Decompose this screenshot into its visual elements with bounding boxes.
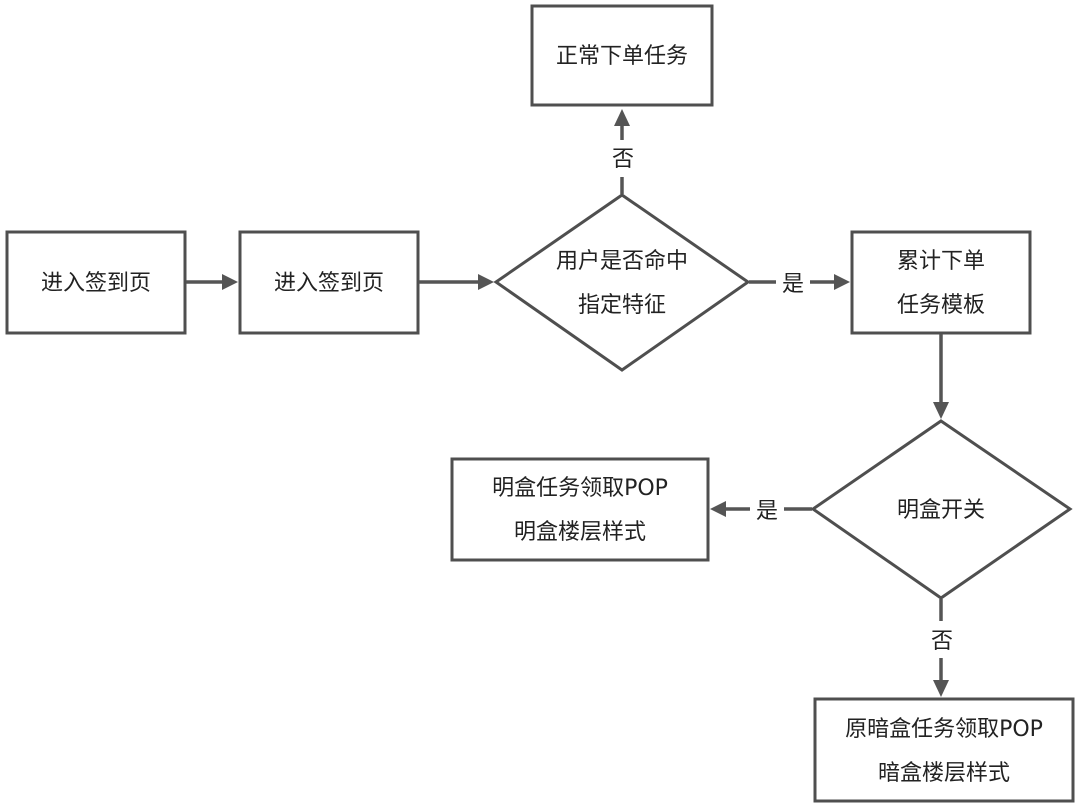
node-dark-box-pop-line-1: 原暗盒任务领取POP — [845, 717, 1043, 742]
edge-cumulative-to-switch — [933, 334, 949, 419]
decision-user-feature-line-1: 用户是否命中 — [556, 249, 688, 274]
node-dark-box-pop: 原暗盒任务领取POP 暗盒楼层样式 — [813, 697, 1075, 803]
node-cumulative-order-template: 累计下单 任务模板 — [850, 230, 1032, 335]
edge-decision-to-normal-task — [614, 109, 630, 194]
edge-enter1-to-enter2 — [186, 274, 238, 290]
node-bright-box-pop-line-1: 明盒任务领取POP — [492, 476, 668, 501]
node-enter-signin-1-label: 进入签到页 — [41, 271, 151, 296]
node-enter-signin-2-label: 进入签到页 — [274, 271, 384, 296]
decision-bright-box-switch-label: 明盒开关 — [897, 498, 985, 523]
node-normal-order-task-label: 正常下单任务 — [556, 44, 688, 69]
edge-switch-to-dark-pop — [933, 599, 949, 697]
node-normal-order-task: 正常下单任务 — [530, 4, 714, 107]
edge-label-no-down: 否 — [931, 629, 953, 654]
node-enter-signin-2: 进入签到页 — [238, 230, 420, 335]
node-dark-box-pop-line-2: 暗盒楼层样式 — [878, 761, 1010, 786]
edge-label-yes-left: 是 — [756, 499, 778, 524]
edge-label-yes-right: 是 — [782, 272, 804, 297]
decision-user-feature-line-2: 指定特征 — [578, 293, 666, 318]
edge-enter2-to-decision — [419, 274, 494, 290]
edge-decision-to-cumulative — [749, 274, 850, 290]
node-bright-box-pop-line-2: 明盒楼层样式 — [514, 520, 646, 545]
decision-user-feature: 用户是否命中 指定特征 — [493, 193, 751, 372]
decision-bright-box-switch: 明盒开关 — [810, 419, 1073, 600]
node-bright-box-pop: 明盒任务领取POP 明盒楼层样式 — [450, 457, 710, 562]
edge-switch-to-bright-pop — [710, 501, 812, 517]
node-cumulative-order-template-line-2: 任务模板 — [897, 293, 985, 318]
node-enter-signin-1: 进入签到页 — [5, 230, 187, 335]
node-cumulative-order-template-line-1: 累计下单 — [897, 249, 985, 274]
edge-label-no-up: 否 — [612, 147, 634, 172]
